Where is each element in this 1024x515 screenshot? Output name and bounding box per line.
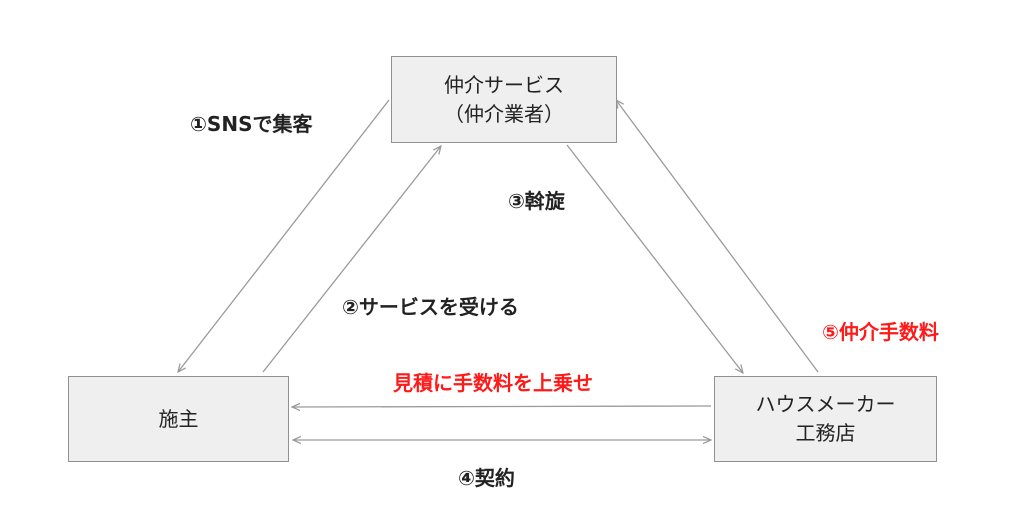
- broker-service-box: 仲介サービス （仲介業者）: [391, 56, 617, 143]
- arrow-sns-broker-to-owner: [178, 99, 390, 372]
- builder-box-line2: 工務店: [795, 421, 856, 445]
- arrow-mediation-broker-to-builder: [566, 144, 743, 373]
- owner-box: 施主: [68, 376, 289, 462]
- broker-box-line2: （仲介業者）: [444, 101, 564, 126]
- owner-box-label: 施主: [158, 406, 199, 431]
- label-estimate-markup: 見積に手数料を上乗せ: [393, 371, 593, 395]
- builder-box: ハウスメーカー 工務店: [714, 376, 937, 462]
- broker-box-line1: 仲介サービス: [444, 72, 564, 97]
- label-sns-marketing: ①SNSで集客: [190, 112, 313, 136]
- arrow-fee-builder-to-broker: [616, 100, 819, 373]
- label-contract: ④契約: [458, 466, 515, 490]
- label-mediation: ③斡旋: [508, 189, 565, 213]
- builder-box-line1: ハウスメーカー: [755, 392, 896, 416]
- label-receive-service: ②サービスを受ける: [342, 295, 519, 319]
- arrow-service-owner-to-broker: [262, 146, 441, 373]
- label-broker-fee: ⑤仲介手数料: [822, 320, 939, 344]
- arrow-markup-builder-to-owner: [292, 406, 712, 407]
